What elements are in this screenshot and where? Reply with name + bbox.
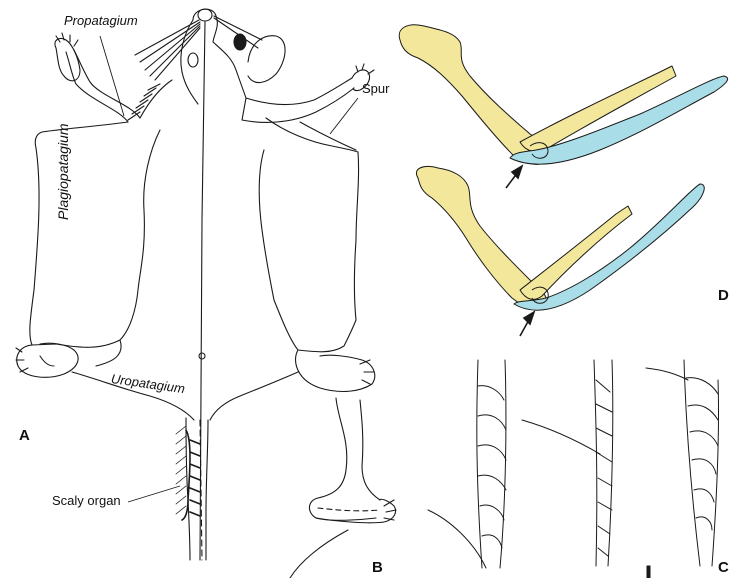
scale-column-3-right	[712, 380, 719, 566]
body-spot	[199, 353, 205, 359]
body-midline	[200, 22, 205, 560]
scale-column-2-curve	[522, 420, 600, 454]
foot-membrane-line	[290, 530, 348, 578]
arrow-upper-head	[512, 166, 522, 178]
scale-column-3-left	[684, 360, 700, 566]
right-hindfoot	[296, 350, 375, 391]
panel-label-d: D	[718, 288, 729, 303]
scaly-organ-leader	[128, 486, 180, 502]
scaly-organ	[182, 430, 200, 520]
plagiopatagium-label: Plagiopatagium	[56, 123, 70, 220]
scale-column-1-scales	[478, 386, 506, 548]
nose	[198, 9, 212, 21]
scale-column-3-scales	[686, 378, 718, 530]
scale-column-1-curve	[428, 510, 486, 568]
shin-outline	[309, 398, 380, 520]
right-hand-digits	[356, 64, 374, 74]
spur-leader	[330, 98, 358, 134]
right-plagiopatagium-outline	[259, 150, 358, 352]
right-forelimb-inner	[242, 88, 354, 122]
panel-a-animal-drawing	[16, 9, 375, 560]
right-hindfoot-toes	[360, 360, 374, 384]
panel-label-a: A	[19, 428, 30, 443]
panel-b-hindfoot-drawing	[290, 398, 396, 578]
left-plagiopatagium-outline	[30, 122, 160, 347]
eye-right	[234, 34, 246, 50]
scale-column-3-curve	[646, 368, 688, 380]
panel-c-scale-drawing	[428, 360, 719, 578]
foot-dashed	[318, 508, 380, 511]
panel-label-b: B	[372, 560, 383, 575]
eye-left	[188, 53, 198, 67]
panel-d-arrows	[506, 166, 534, 336]
scale-column-1-left	[477, 360, 482, 568]
shoulder-hatching	[128, 84, 160, 120]
left-hand	[55, 38, 80, 80]
left-forearm	[66, 52, 128, 122]
head-outline	[193, 9, 246, 120]
propatagium-label: Propatagium	[64, 14, 138, 27]
spur-bone	[300, 122, 356, 150]
ear	[248, 36, 285, 83]
scale-bar	[647, 566, 650, 578]
cartilage-upper	[510, 76, 728, 164]
panel-d-bone-drawing	[399, 25, 727, 310]
right-uropatagium-outline	[210, 372, 298, 420]
left-hindfoot-toes	[16, 348, 54, 372]
scale-column-2-left	[594, 360, 597, 566]
foot-toes	[384, 500, 396, 520]
spur-label: Spur	[362, 82, 389, 95]
panel-label-c: C	[718, 560, 729, 575]
scaly-organ-label: Scaly organ	[52, 494, 121, 507]
right-propatagium-edge	[266, 118, 358, 152]
scale-column-1-right	[500, 360, 506, 568]
left-hand-digits	[56, 33, 78, 46]
arrow-lower-head	[524, 312, 534, 324]
left-hindfoot	[17, 343, 78, 377]
scaly-organ-hatching	[176, 426, 186, 514]
